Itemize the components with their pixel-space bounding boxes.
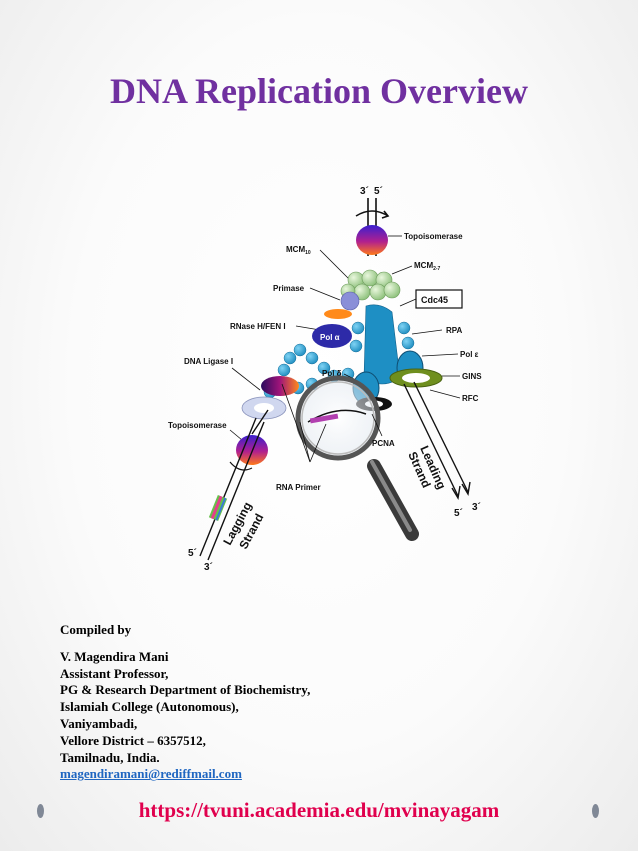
- credits-line-position: Assistant Professor,: [60, 665, 169, 681]
- magnifying-glass-icon: [295, 375, 419, 541]
- label-dna-ligase: DNA Ligase I: [184, 357, 233, 366]
- credits-line-college: Islamiah College (Autonomous),: [60, 699, 239, 715]
- page-title: DNA Replication Overview: [110, 71, 528, 111]
- decorative-dot-left: [37, 804, 44, 818]
- label-top-3: 3´: [360, 186, 369, 197]
- primase-shape: [340, 291, 360, 311]
- label-top-5: 5´: [374, 186, 383, 197]
- credits-line-district: Vellore District – 6357512,: [60, 732, 206, 748]
- credits-email-link[interactable]: magendiramani@rediffmail.com: [60, 766, 242, 782]
- label-cdc45: Cdc45: [421, 295, 448, 305]
- credits-heading: Compiled by: [60, 622, 132, 637]
- pol-alpha-shape: [312, 324, 352, 348]
- label-rnase: RNase H/FEN I: [230, 322, 286, 331]
- label-rna-primer: RNA Primer: [276, 483, 321, 492]
- dna-ligase-shape: [261, 376, 299, 396]
- decorative-dot-right: [592, 804, 599, 818]
- credits-line-state: Tamilnadu, India.: [60, 749, 160, 765]
- credits-block: Compiled by V. Magendira Mani Assistant …: [60, 622, 480, 783]
- label-pol-epsilon: Pol ε: [460, 350, 479, 359]
- credits-line-name: V. Magendira Mani: [60, 648, 169, 664]
- label-bottom-5-left: 5´: [188, 548, 197, 559]
- label-mcm10: MCM10: [286, 245, 311, 256]
- dna-replication-diagram: 3´ 5´ Topoisomerase MCM10 MCM2-7 Primase…: [168, 186, 482, 573]
- label-primase: Primase: [273, 284, 305, 293]
- label-rfc: RFC: [462, 394, 479, 403]
- label-bottom-3-left: 3´: [204, 562, 213, 573]
- label-gins: GINS: [462, 372, 482, 381]
- label-rpa: RPA: [446, 326, 463, 335]
- label-mcm27: MCM2-7: [414, 261, 441, 272]
- lagging-strand-dna: [199, 409, 269, 561]
- topoisomerase-top-shape: [356, 225, 388, 255]
- label-topoisomerase-top: Topoisomerase: [404, 232, 463, 241]
- label-pol-delta: Pol δ: [322, 369, 342, 378]
- label-bottom-3-right: 3´: [472, 502, 481, 513]
- credits-line-town: Vaniyambadi,: [60, 715, 138, 731]
- label-topoisomerase-bottom: Topoisomerase: [168, 421, 227, 430]
- label-pol-alpha: Pol α: [320, 333, 340, 342]
- academia-url-link[interactable]: https://tvuni.academia.edu/mvinayagam: [138, 798, 500, 822]
- mcm-2-7-complex: [340, 269, 401, 301]
- label-pcna: PCNA: [372, 439, 395, 448]
- lagging-strand-bases: [208, 495, 228, 521]
- credits-line-department: PG & Research Department of Biochemistry…: [60, 682, 311, 698]
- label-bottom-5-right: 5´: [454, 508, 463, 519]
- leading-strand-dna: [403, 381, 471, 500]
